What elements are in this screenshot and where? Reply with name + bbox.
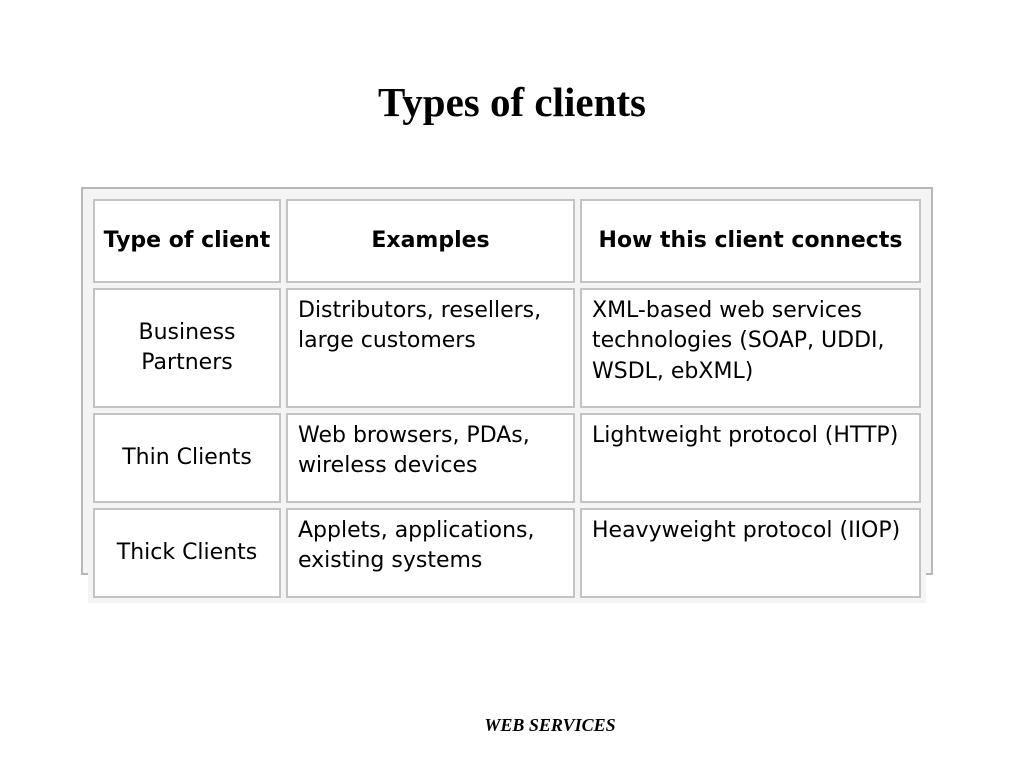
table-header-row: Type of client Examples How this client …: [93, 199, 921, 283]
table-row: Thick Clients Applets, applications, exi…: [93, 508, 921, 598]
slide-title: Types of clients: [377, 79, 646, 125]
table-row: Thin Clients Web browsers, PDAs, wireles…: [93, 413, 921, 503]
header-examples: Examples: [286, 199, 575, 283]
cell-connection: Lightweight protocol (HTTP): [580, 413, 921, 503]
cell-client-type: Business Partners: [93, 288, 281, 408]
table-row: Business Partners Distributors, reseller…: [93, 288, 921, 408]
cell-client-type: Thin Clients: [93, 413, 281, 503]
slide-footer: WEB SERVICES: [484, 715, 616, 735]
header-how-client-connects: How this client connects: [580, 199, 921, 283]
cell-examples: Web browsers, PDAs, wireless devices: [286, 413, 575, 503]
header-type-of-client: Type of client: [93, 199, 281, 283]
client-types-table: Type of client Examples How this client …: [88, 194, 926, 603]
cell-connection: Heavyweight protocol (IIOP): [580, 508, 921, 598]
cell-examples: Applets, applications, existing systems: [286, 508, 575, 598]
cell-client-type: Thick Clients: [93, 508, 281, 598]
cell-connection: XML-based web services technologies (SOA…: [580, 288, 921, 408]
client-types-table-frame: Type of client Examples How this client …: [81, 187, 933, 603]
cell-examples: Distributors, resellers, large customers: [286, 288, 575, 408]
